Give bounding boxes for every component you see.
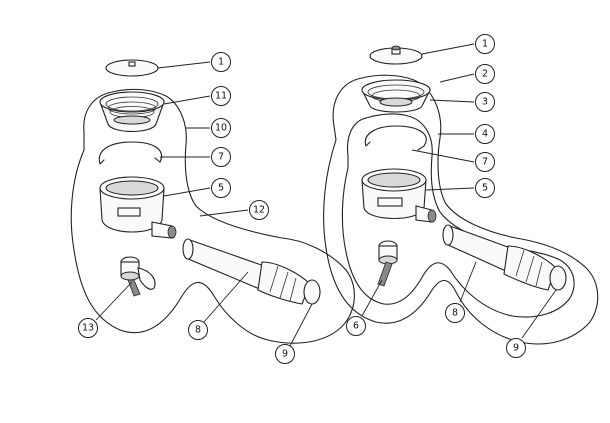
callout-right-4: 4 xyxy=(475,124,495,144)
svg-text:9: 9 xyxy=(282,349,288,360)
assembly-right: 1 2 3 4 7 5 6 8 9 xyxy=(323,34,599,358)
callout-left-7: 7 xyxy=(211,147,231,167)
part-spring-clip-right xyxy=(364,125,427,147)
callout-right-7: 7 xyxy=(475,152,495,172)
callout-left-10: 10 xyxy=(211,118,231,138)
svg-text:11: 11 xyxy=(215,91,227,102)
svg-text:5: 5 xyxy=(218,183,224,194)
part-spout-left xyxy=(120,256,156,297)
callout-right-8: 8 xyxy=(445,303,465,323)
outline-right-outer xyxy=(323,74,599,345)
svg-text:7: 7 xyxy=(218,152,224,163)
svg-text:12: 12 xyxy=(253,205,265,216)
svg-text:2: 2 xyxy=(482,69,488,80)
callout-left-11: 11 xyxy=(211,86,231,106)
callout-right-9: 9 xyxy=(506,338,526,358)
part-portafilter-head-right xyxy=(361,168,437,223)
svg-text:9: 9 xyxy=(513,343,519,354)
svg-text:5: 5 xyxy=(482,183,488,194)
callout-left-13: 13 xyxy=(78,318,98,338)
svg-text:10: 10 xyxy=(215,123,227,134)
callout-right-3: 3 xyxy=(475,92,495,112)
callout-left-9: 9 xyxy=(275,344,295,364)
part-cap-disk-right xyxy=(369,45,423,65)
svg-text:3: 3 xyxy=(482,97,488,108)
svg-text:7: 7 xyxy=(482,157,488,168)
leaders-left xyxy=(95,61,313,347)
svg-text:8: 8 xyxy=(452,308,458,319)
part-handle-left xyxy=(182,238,321,305)
part-filter-basket-right xyxy=(361,79,431,113)
callout-right-2: 2 xyxy=(475,64,495,84)
part-handle-right xyxy=(442,224,567,291)
part-filter-basket xyxy=(99,91,165,133)
leaders-right xyxy=(361,43,557,339)
outline-left xyxy=(70,88,355,344)
svg-text:1: 1 xyxy=(482,39,488,50)
svg-text:8: 8 xyxy=(195,325,201,336)
callout-left-12: 12 xyxy=(249,200,269,220)
callout-right-1: 1 xyxy=(475,34,495,54)
part-spring-clip xyxy=(98,141,162,165)
outline-right-inner xyxy=(341,113,575,318)
callout-left-1: 1 xyxy=(211,52,231,72)
callout-right-6: 6 xyxy=(346,316,366,336)
part-cap-disk xyxy=(105,59,159,77)
assembly-left: 1 11 10 7 5 12 13 8 9 xyxy=(70,52,355,364)
callout-right-5: 5 xyxy=(475,178,495,198)
callout-left-5: 5 xyxy=(211,178,231,198)
svg-text:4: 4 xyxy=(482,129,488,140)
svg-text:13: 13 xyxy=(82,323,94,334)
part-portafilter-head xyxy=(99,176,177,239)
callout-left-8: 8 xyxy=(188,320,208,340)
part-spout-right xyxy=(377,240,398,287)
svg-text:6: 6 xyxy=(353,321,359,332)
svg-text:1: 1 xyxy=(218,57,224,68)
